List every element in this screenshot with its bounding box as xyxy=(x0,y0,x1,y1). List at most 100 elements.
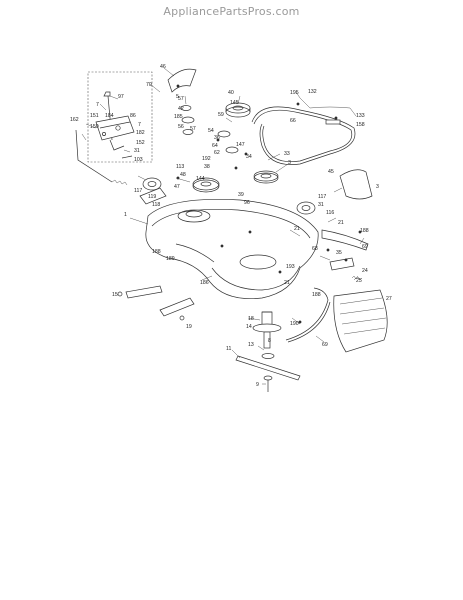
callout-190: 190 xyxy=(290,321,299,327)
callout-35: 35 xyxy=(336,250,342,256)
leader-lines xyxy=(81,67,365,385)
drive-belt[interactable] xyxy=(251,106,356,165)
callout-56: 56 xyxy=(178,124,184,130)
callout-1: 1 xyxy=(124,212,127,218)
callout-48: 48 xyxy=(180,172,186,178)
callout-3a: 3 xyxy=(288,160,291,166)
callout-66: 66 xyxy=(290,118,296,124)
callout-59: 59 xyxy=(218,112,224,118)
callout-70: 70 xyxy=(146,82,152,88)
callout-64: 64 xyxy=(212,143,218,149)
callout-62: 62 xyxy=(214,150,220,156)
callout-184: 184 xyxy=(105,113,114,119)
callout-39: 39 xyxy=(238,192,244,198)
discharge-chute[interactable] xyxy=(333,289,388,353)
left-idler-pulley[interactable] xyxy=(142,177,162,191)
lift-rod-assembly[interactable] xyxy=(75,129,128,186)
callout-36: 36 xyxy=(214,135,220,141)
callout-14: 14 xyxy=(246,324,252,330)
callout-21a: 21 xyxy=(338,220,344,226)
callout-195: 195 xyxy=(290,90,299,96)
callout-69b: 69 xyxy=(322,342,328,348)
middle-idler-pulley[interactable] xyxy=(192,177,220,193)
callout-34: 34 xyxy=(246,154,252,160)
callout-19: 19 xyxy=(186,324,192,330)
callout-158: 158 xyxy=(356,122,365,128)
callout-86: 86 xyxy=(130,113,136,119)
belt-guard-top[interactable] xyxy=(167,68,197,93)
callout-117b: 117 xyxy=(318,194,326,200)
callout-31b: 31 xyxy=(318,202,324,208)
callout-7: 7 xyxy=(96,102,99,108)
callout-57a: 57 xyxy=(178,96,184,102)
callout-13: 13 xyxy=(248,342,254,348)
callout-118: 118 xyxy=(152,202,160,208)
callout-68: 68 xyxy=(312,246,318,252)
lift-lever-assembly[interactable] xyxy=(95,91,135,159)
callout-7b: 7 xyxy=(138,122,141,128)
mower-deck-housing[interactable] xyxy=(145,199,319,299)
callout-31a: 31 xyxy=(134,148,140,154)
callout-185: 185 xyxy=(174,114,183,120)
spacer-washers[interactable] xyxy=(180,105,239,154)
callout-117a: 117 xyxy=(134,188,142,194)
blade-adapter[interactable] xyxy=(261,353,275,359)
callout-192: 192 xyxy=(202,156,211,162)
callout-96: 96 xyxy=(244,200,250,206)
callout-103: 103 xyxy=(134,157,143,163)
right-idler-pulley[interactable] xyxy=(253,170,279,184)
callout-189: 189 xyxy=(166,256,175,262)
callout-188c: 188 xyxy=(312,292,321,298)
callout-15: 15 xyxy=(112,292,118,298)
callout-27: 27 xyxy=(386,296,392,302)
callout-132: 132 xyxy=(308,89,317,95)
callout-188a: 188 xyxy=(152,249,161,255)
callout-46: 46 xyxy=(160,64,166,70)
front-hanger-bracket[interactable] xyxy=(117,285,163,299)
callout-21c: 21 xyxy=(284,280,290,286)
blade-bolt[interactable] xyxy=(263,375,273,392)
callout-3b: 3 xyxy=(376,184,379,190)
callout-152: 152 xyxy=(136,140,145,146)
callout-151: 151 xyxy=(90,113,99,119)
right-belt-shield[interactable] xyxy=(339,169,373,200)
callout-8: 8 xyxy=(268,338,271,344)
callout-labels: 46 70 97 7 151 184 86 7 182 150 152 162 … xyxy=(70,64,392,388)
callout-133: 133 xyxy=(356,113,365,119)
callout-47: 47 xyxy=(174,184,180,190)
lift-lever-group-box xyxy=(87,71,153,163)
callout-116: 116 xyxy=(326,210,334,216)
callout-162: 162 xyxy=(70,117,79,123)
callout-24: 24 xyxy=(362,268,368,274)
callout-33: 33 xyxy=(284,151,290,157)
callout-11: 11 xyxy=(226,346,231,352)
deflector-rail[interactable] xyxy=(321,229,369,251)
callout-42: 42 xyxy=(178,106,184,112)
hardware-fasteners xyxy=(176,84,362,324)
side-bracket[interactable] xyxy=(329,257,363,281)
callout-25: 25 xyxy=(356,278,362,284)
callout-54: 54 xyxy=(208,128,214,134)
center-pulley-stack[interactable] xyxy=(225,102,251,118)
right-gauge-wheel[interactable] xyxy=(296,201,316,215)
rear-hanger-bracket[interactable] xyxy=(159,297,195,321)
callout-5: 5 xyxy=(176,94,179,100)
callout-21b: 21 xyxy=(294,226,300,232)
callout-193: 193 xyxy=(286,264,295,270)
left-support-bracket[interactable] xyxy=(139,187,167,205)
engagement-cable[interactable] xyxy=(295,91,357,125)
deflector-rod[interactable] xyxy=(285,287,331,343)
callout-113: 113 xyxy=(176,164,184,170)
callout-188b: 188 xyxy=(360,228,369,234)
callout-69a: 69 xyxy=(362,244,368,250)
callout-18: 18 xyxy=(248,316,254,322)
callout-145: 145 xyxy=(230,100,239,106)
callout-38: 38 xyxy=(204,164,210,170)
blade-spindle[interactable] xyxy=(252,311,282,349)
callout-97: 97 xyxy=(118,94,124,100)
callout-182: 182 xyxy=(136,130,145,136)
callout-45: 45 xyxy=(328,169,334,175)
site-header: AppliancePartsPros.com xyxy=(163,5,300,18)
mower-blade[interactable] xyxy=(235,355,301,381)
